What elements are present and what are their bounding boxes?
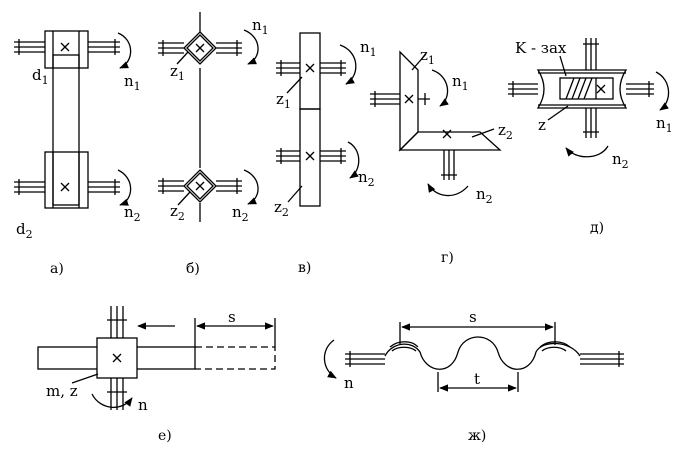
diagram-b-chain-drive: n1 z1 z2 n2 б) [158,12,269,277]
rotation-arrow-n1 [655,71,670,111]
worm-wheel [536,69,628,109]
rack-displaced [195,346,276,370]
pulley-d1 [44,30,89,69]
label-s: s [469,308,477,326]
cross-mark [596,84,606,94]
cross-mark [112,353,122,363]
label-mz: m, z [46,382,78,400]
label-d1: d1 [32,66,49,87]
caption-a: а) [50,261,64,277]
sprocket-z2 [183,169,217,203]
cross-mark [195,43,205,53]
label-t: t [474,370,480,388]
label-n2: n2 [358,168,375,189]
rotation-arrow-n [323,339,337,379]
cross-mark [195,181,205,191]
rotation-arrow-n1 [339,44,357,85]
diagram-a-belt-drive: d1 n1 n2 d2 а) [14,30,141,277]
label-z2: z2 [274,198,289,219]
rotation-arrow-n1 [431,69,449,107]
label-n1: n1 [656,114,673,135]
diagram-v-spur-gears: n1 z1 n2 z2 в) [274,32,377,276]
label-n1: n1 [124,72,141,93]
cross-mark [60,182,70,192]
rotation-arrow-n2 [347,141,360,179]
label-n2: n2 [232,203,249,224]
rotation-arrow-n2 [243,169,259,205]
gear-z2 [299,108,321,207]
diagram-zh-screw: s t n ж) [323,308,624,444]
shaft-1 [14,39,120,55]
cross-mark [305,63,315,73]
label-z2: z2 [170,202,185,223]
cross-mark [442,129,452,139]
worm-thread [565,77,593,100]
label-n: n [344,374,354,392]
diagram-d-worm-gear: K - зах z n1 n2 д) [508,38,673,236]
label-worm-k: K - зах [515,39,567,57]
cross-mark [404,94,414,104]
caption-e: е) [158,428,172,444]
label-n1: n1 [360,38,377,59]
shaft-2 [14,179,120,195]
label-n1: n1 [252,16,269,37]
label-d2: d2 [16,220,33,241]
label-n2: n2 [476,185,493,206]
cross-mark [60,42,70,52]
worm [559,77,614,100]
label-z1: z1 [170,62,185,83]
label-z2: z2 [498,121,513,142]
caption-v: в) [298,260,311,276]
label-z1: z1 [420,46,435,67]
rotation-arrow-n1 [117,32,132,69]
label-z1: z1 [276,90,291,111]
caption-d: д) [590,220,604,236]
label-n: n [138,396,148,414]
rotation-arrow-n2 [565,145,609,158]
caption-zh: ж) [468,428,486,444]
label-z: z [538,116,546,134]
rotation-arrow-n [91,393,133,408]
label-s: s [228,308,236,326]
rotation-arrow-n2 [117,169,132,206]
label-n2: n2 [612,150,629,171]
screw-thread [384,336,581,370]
caption-b: б) [186,261,200,277]
rotation-arrow-n1 [243,29,259,65]
label-n2: n2 [124,203,141,224]
rotation-arrow-n2 [427,183,469,197]
gear-z1 [299,32,321,110]
label-n1: n1 [452,72,469,93]
diagram-e-rack-pinion: s m, z n е) [37,306,276,444]
bevel-gear-z2 [398,131,502,151]
pulley-d2 [44,151,89,209]
belt [52,54,80,206]
sprocket-z1 [183,31,217,65]
diagram-g-bevel-gears: z1 n1 z2 n2 г) [370,46,513,266]
caption-g: г) [441,250,454,266]
cross-mark [305,151,315,161]
